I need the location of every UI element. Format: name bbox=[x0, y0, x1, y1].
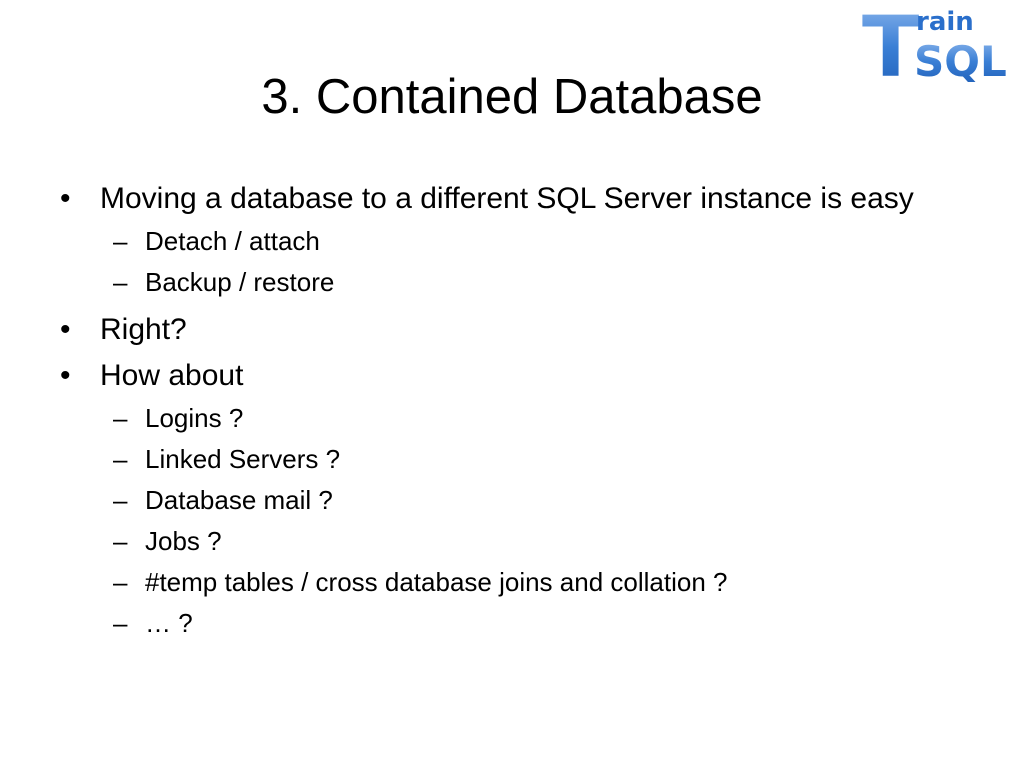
bullet-dot-icon: • bbox=[60, 182, 71, 215]
slide-title: 3. Contained Database bbox=[261, 70, 763, 124]
bullet-item: • Moving a database to a different SQL S… bbox=[60, 180, 970, 303]
logo-small-word: rain bbox=[916, 7, 974, 37]
sub-bullet-text: #temp tables / cross database joins and … bbox=[145, 567, 728, 597]
bullet-text: How about bbox=[100, 359, 244, 392]
sub-bullet-item: –Database mail ? bbox=[100, 480, 970, 521]
bullet-dot-icon: • bbox=[60, 359, 71, 392]
trainsql-logo: T rain SQL bbox=[860, 0, 1020, 96]
dash-icon: – bbox=[113, 608, 128, 638]
sub-bullet-text: Backup / restore bbox=[145, 267, 335, 297]
bullet-list: • Moving a database to a different SQL S… bbox=[60, 180, 970, 652]
sub-bullet-text: Linked Servers ? bbox=[145, 444, 341, 474]
sub-bullet-text: Logins ? bbox=[145, 403, 244, 433]
sub-bullet-item: –Detach / attach bbox=[100, 221, 970, 262]
sub-bullet-text: Database mail ? bbox=[145, 485, 333, 515]
dash-icon: – bbox=[113, 403, 128, 433]
dash-icon: – bbox=[113, 444, 128, 474]
bullet-text: Moving a database to a different SQL Ser… bbox=[100, 182, 914, 215]
sub-bullet-item: –Jobs ? bbox=[100, 521, 970, 562]
dash-icon: – bbox=[113, 267, 128, 297]
logo-word: SQL bbox=[914, 37, 1007, 86]
trainsql-logo-graphic: T rain SQL bbox=[862, 0, 1007, 96]
dash-icon: – bbox=[113, 567, 128, 597]
bullet-dot-icon: • bbox=[60, 313, 71, 346]
sub-bullet-item: –#temp tables / cross database joins and… bbox=[100, 562, 970, 603]
sub-bullet-list: –Detach / attach –Backup / restore bbox=[100, 221, 970, 303]
sub-bullet-text: Detach / attach bbox=[145, 226, 320, 256]
sub-bullet-text: … ? bbox=[145, 608, 193, 638]
dash-icon: – bbox=[113, 226, 128, 256]
dash-icon: – bbox=[113, 485, 128, 515]
sub-bullet-list: –Logins ? –Linked Servers ? –Database ma… bbox=[100, 398, 970, 644]
sub-bullet-item: –Backup / restore bbox=[100, 262, 970, 303]
dash-icon: – bbox=[113, 526, 128, 556]
bullet-text: Right? bbox=[100, 313, 187, 346]
sub-bullet-item: –… ? bbox=[100, 603, 970, 644]
sub-bullet-item: –Logins ? bbox=[100, 398, 970, 439]
bullet-item: • How about –Logins ? –Linked Servers ? … bbox=[60, 357, 970, 644]
sub-bullet-text: Jobs ? bbox=[145, 526, 222, 556]
logo-big-letter: T bbox=[862, 2, 919, 86]
bullet-item: • Right? bbox=[60, 311, 970, 349]
sub-bullet-item: –Linked Servers ? bbox=[100, 439, 970, 480]
